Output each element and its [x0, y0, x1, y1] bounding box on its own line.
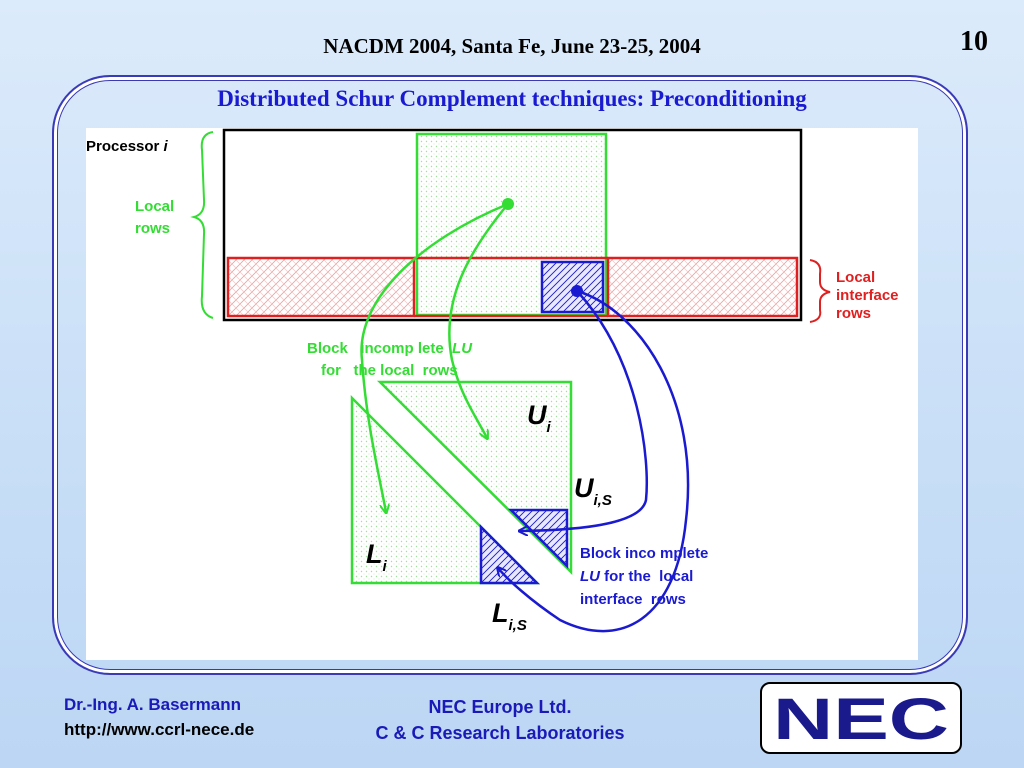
nec-logo: NEC — [760, 682, 962, 754]
footer-author-block: Dr.-Ing. A. Basermann http://www.ccrl-ne… — [64, 692, 254, 742]
L-i-label: Li — [366, 539, 388, 575]
footer-url[interactable]: http://www.ccrl-nece.de — [64, 720, 255, 739]
U-i-label: Ui — [527, 400, 552, 436]
local-interface-rows-label: Local interface rows — [836, 269, 903, 322]
interface-rows-right — [606, 256, 799, 318]
L-iS-label: Li,S — [492, 598, 527, 634]
slide-title: Distributed Schur Complement techniques:… — [217, 86, 807, 111]
arrow-to-U-i — [448, 203, 509, 438]
footer-company: NEC Europe Ltd. — [428, 697, 572, 717]
L-iS-block — [479, 523, 541, 585]
arrow-to-U-iS — [520, 290, 649, 531]
interface-rows-brace — [809, 259, 831, 323]
slide-number: 10 — [960, 26, 988, 57]
arrow-to-L-i — [360, 202, 509, 512]
U-iS-label: Ui,S — [574, 473, 612, 509]
arrow-to-L-iS — [498, 289, 690, 633]
block-ilu-interface-label: Block inco mplete LU for the local inter… — [580, 545, 729, 608]
block-ilu-local-label: Block incomp lete LU — [307, 340, 473, 357]
processor-label: Processor i — [86, 138, 169, 155]
U-i-triangle — [376, 380, 573, 576]
header-title: NACDM 2004, Santa Fe, June 23-25, 2004 — [323, 34, 701, 58]
slide-frame — [52, 75, 968, 675]
interface-rows-left — [226, 256, 416, 318]
footer-company-block: NEC Europe Ltd. C & C Research Laborator… — [330, 694, 670, 746]
footer-lab: C & C Research Laboratories — [375, 723, 625, 743]
local-rows-label: Local rows — [135, 198, 178, 237]
nec-logo-text: NEC — [773, 687, 949, 752]
local-rows-brace — [190, 131, 214, 319]
footer-author: Dr.-Ing. A. Basermann — [64, 695, 241, 714]
block-ilu-local-label-line2: for the local rows — [321, 362, 458, 379]
interface-block — [540, 260, 605, 314]
U-iS-block — [507, 508, 569, 570]
